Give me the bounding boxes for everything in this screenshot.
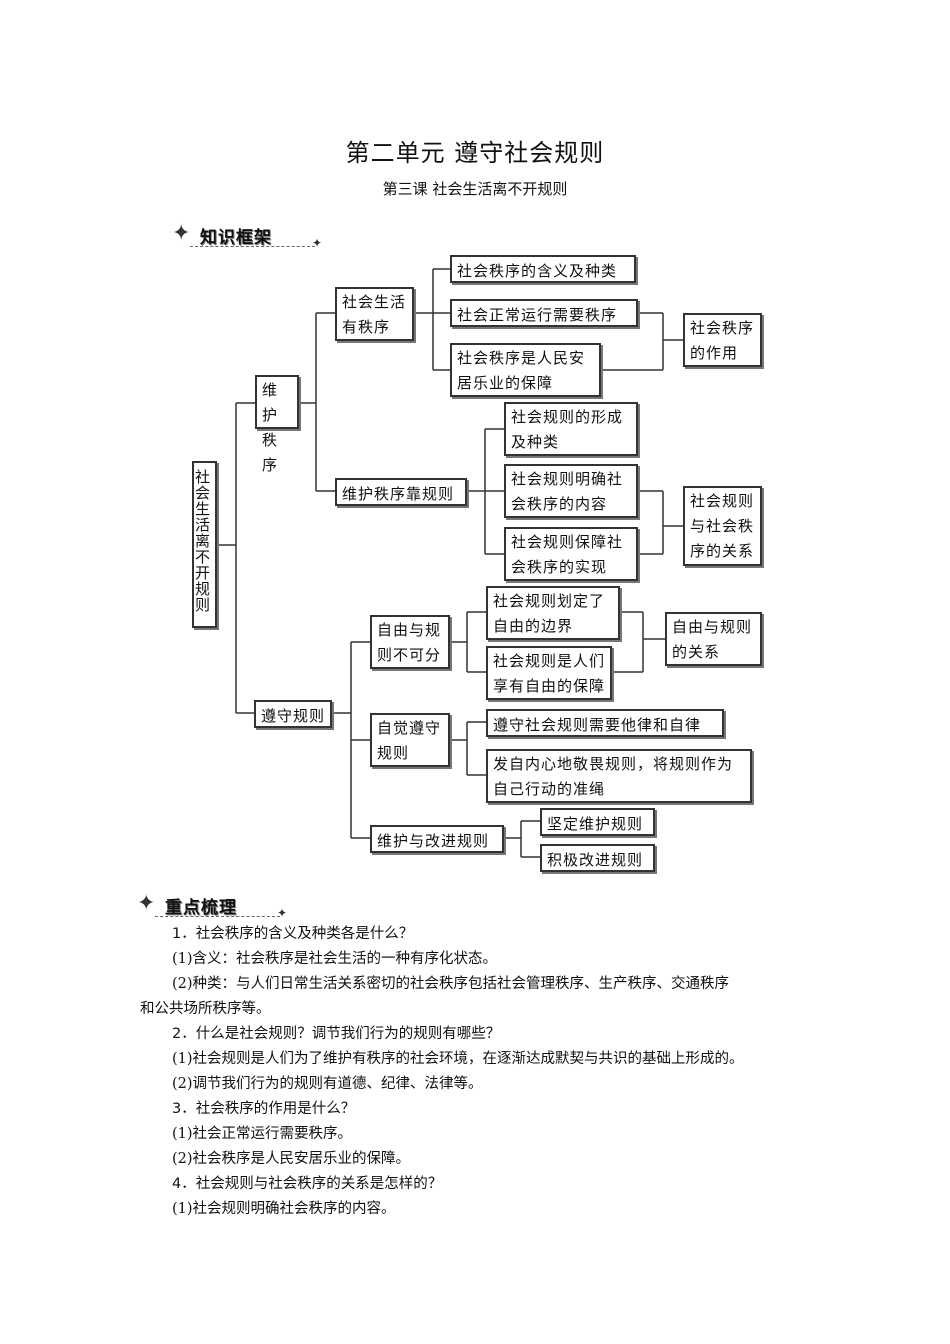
question: 4．社会规则与社会秩序的关系是怎样的？ [140,1172,820,1197]
node-baozhang-shixian: 社会规则保障社会秩序的实现 [504,527,638,581]
answer-line: (2)种类：与人们日常生活关系密切的社会秩序包括社会管理秩序、生产秩序、交通秩序 [140,972,820,997]
node-mingque-neirong: 社会规则明确社会秩序的内容 [504,464,638,518]
question: 3．社会秩序的作用是什么？ [140,1097,820,1122]
answer-line: (2)社会秩序是人民安居乐业的保障。 [140,1147,820,1172]
answer-line: (1)社会正常运行需要秩序。 [140,1122,820,1147]
node-xingcheng-zhonglei: 社会规则的形成及种类 [504,402,638,456]
node-guize-zhixu-guanxi: 社会规则与社会秩序的关系 [683,486,762,566]
small-star-icon: ✦ [277,906,287,920]
node-ziyou-bianjie: 社会规则划定了自由的边界 [486,586,620,640]
answer-line: (1)含义：社会秩序是社会生活的一种有序化状态。 [140,947,820,972]
node-ziyou-bukefen: 自由与规则不可分 [370,615,450,669]
node-jiji-gaijin: 积极改进规则 [540,844,655,872]
answer-line: (1)社会规则明确社会秩序的内容。 [140,1197,820,1222]
dotted-underline [155,916,280,917]
answer-line: (2)调节我们行为的规则有道德、纪律、法律等。 [140,1072,820,1097]
question: 2．什么是社会规则？调节我们行为的规则有哪些？ [140,1022,820,1047]
qa-section: 1．社会秩序的含义及种类各是什么？ (1)含义：社会秩序是社会生活的一种有序化状… [140,922,820,1222]
node-talv-zilv: 遵守社会规则需要他律和自律 [486,709,724,737]
diagram-connectors [0,0,950,900]
node-hanyi-zhonglei: 社会秩序的含义及种类 [450,255,636,283]
node-weihu-zhixu: 维护秩序 [255,375,299,429]
answer-line: 和公共场所秩序等。 [140,997,820,1022]
node-zhixu-zuoyong: 社会秩序的作用 [683,313,762,367]
node-zunshou-guize: 遵守规则 [254,700,332,728]
node-root: 社会生活离不开规则 [192,461,217,628]
node-zijue-zunshou: 自觉遵守规则 [370,713,450,767]
node-anju-leye: 社会秩序是人民安居乐业的保障 [450,343,601,397]
node-kao-guize: 维护秩序靠规则 [335,478,467,506]
node-jingwei-guize: 发自内心地敬畏规则，将规则作为自己行动的准绳 [486,749,752,803]
node-ziyou-guize-guanxi: 自由与规则的关系 [665,612,762,666]
node-zhengchang-yunxing: 社会正常运行需要秩序 [450,299,638,327]
node-xiangyou-ziyou: 社会规则是人们享有自由的保障 [486,646,612,700]
star-icon: ✦ [137,892,155,916]
section-keypoints-heading: ✦ 重点梳理 ✦ [137,892,297,920]
answer-line: (1)社会规则是人们为了维护有秩序的社会环境，在逐渐达成默契与共识的基础上形成的… [140,1047,820,1072]
node-jianding-weihu: 坚定维护规则 [540,808,655,836]
section-keypoints-label: 重点梳理 [165,893,237,918]
node-you-zhixu: 社会生活有秩序 [335,287,414,341]
question: 1．社会秩序的含义及种类各是什么？ [140,922,820,947]
node-weihu-gaijin: 维护与改进规则 [370,825,504,853]
